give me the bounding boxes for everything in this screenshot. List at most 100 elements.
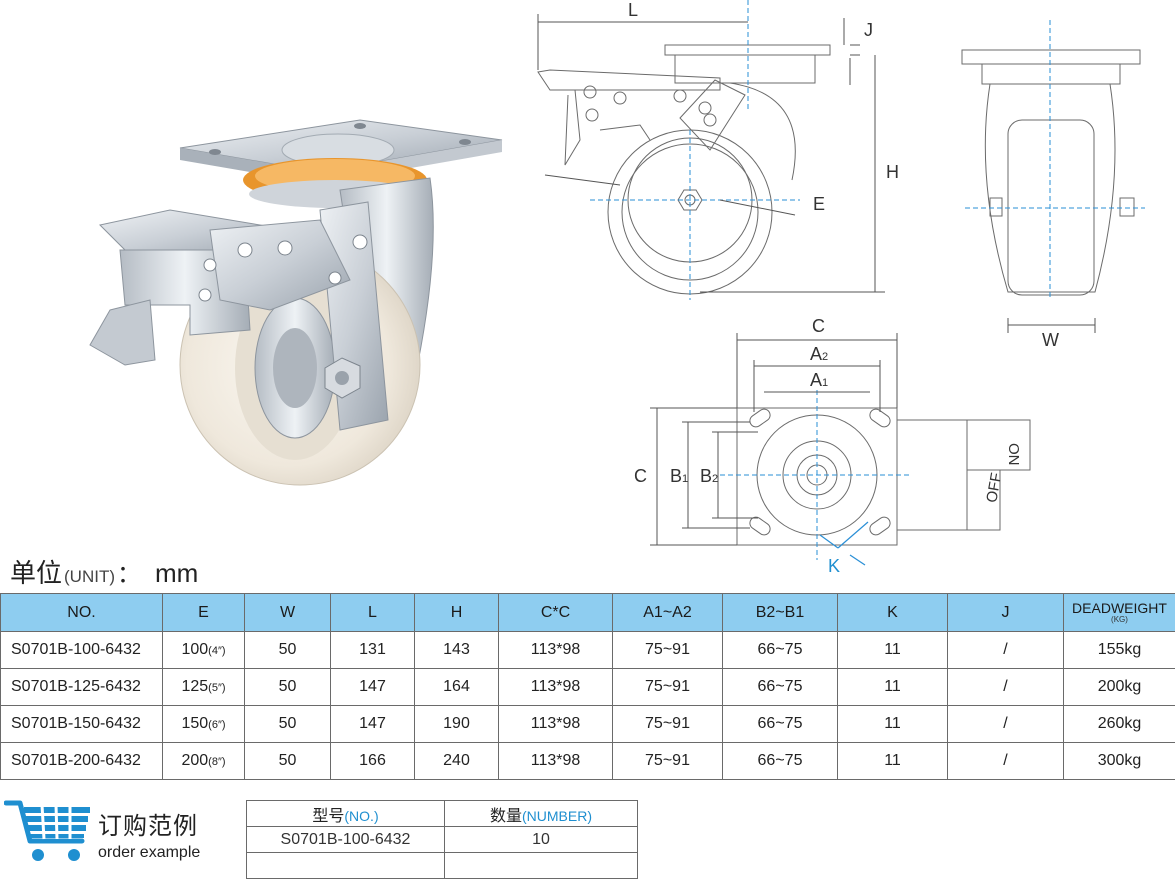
dim-label-c-side: C [634, 466, 647, 486]
order-example-heading: 订购范例 order example [98, 806, 200, 862]
cell-l: 147 [330, 705, 415, 743]
col-header-w: W [244, 593, 331, 632]
order-header-row: 型号(NO.) 数量(NUMBER) [246, 800, 638, 827]
order-col-model: 型号(NO.) [246, 800, 445, 827]
dim-label-a2: A2 [810, 344, 828, 364]
order-cell-model: S0701B-100-6432 [246, 826, 445, 853]
cell-l: 166 [330, 742, 415, 780]
spec-table: NO. E W L H C*C A1~A2 B2~B1 K J DEADWEIG… [0, 593, 1175, 780]
cell-e: 200(8″) [162, 742, 245, 780]
dim-label-b2: B2 [700, 466, 718, 486]
cell-no: S0701B-200-6432 [0, 742, 163, 780]
order-example-title-cn: 订购范例 [98, 813, 198, 840]
cell-no: S0701B-100-6432 [0, 631, 163, 669]
cell-w: 50 [244, 668, 331, 706]
cell-h: 240 [414, 742, 499, 780]
deadweight-unit: (KG) [1111, 614, 1128, 624]
cell-b: 66~75 [722, 668, 838, 706]
cell-l: 131 [330, 631, 415, 669]
cell-j: / [947, 668, 1064, 706]
cell-k: 11 [837, 705, 948, 743]
col-header-b: B2~B1 [722, 593, 838, 632]
cell-h: 190 [414, 705, 499, 743]
technical-drawings: L J H E W C A2 A1 C B1 B2 K ON OFF [537, 0, 1145, 576]
caster-product-photo [89, 119, 503, 486]
cell-w: 50 [244, 742, 331, 780]
table-row: S0701B-200-6432 200(8″) 50 166 240 113*9… [0, 742, 1175, 780]
cell-b: 66~75 [722, 705, 838, 743]
dim-label-l: L [628, 0, 638, 20]
col-header-h: H [414, 593, 499, 632]
col-header-e: E [162, 593, 245, 632]
dim-label-e: E [813, 194, 825, 214]
cell-j: / [947, 742, 1064, 780]
table-row: S0701B-100-6432 10 [246, 826, 638, 853]
top-view-drawing [736, 407, 1031, 546]
table-row: S0701B-125-6432 125(5″) 50 147 164 113*9… [0, 668, 1175, 706]
dim-label-a1: A1 [810, 370, 828, 390]
col-header-a: A1~A2 [612, 593, 723, 632]
cell-a: 75~91 [612, 705, 723, 743]
order-example-title-en: order example [98, 844, 201, 861]
cell-j: / [947, 631, 1064, 669]
cell-deadweight: 260kg [1063, 705, 1175, 743]
cell-no: S0701B-125-6432 [0, 668, 163, 706]
cell-b: 66~75 [722, 742, 838, 780]
table-row: S0701B-100-6432 100(4″) 50 131 143 113*9… [0, 631, 1175, 669]
dim-label-c-top: C [812, 316, 825, 336]
unit-line: 单位 (UNIT) ： mm [10, 553, 199, 588]
col-header-no: NO. [0, 593, 163, 632]
deadweight-label: DEADWEIGHT [1072, 599, 1167, 616]
cell-no: S0701B-150-6432 [0, 705, 163, 743]
cell-cc: 113*98 [498, 631, 613, 669]
shopping-cart-icon [4, 800, 90, 861]
cell-k: 11 [837, 631, 948, 669]
cell-e: 150(6″) [162, 705, 245, 743]
order-col-qty: 数量(NUMBER) [444, 800, 638, 827]
order-example-table: 型号(NO.) 数量(NUMBER) S0701B-100-6432 10 [246, 800, 638, 879]
col-header-deadweight: DEADWEIGHT (KG) [1063, 593, 1175, 632]
dim-label-b1: B1 [670, 466, 688, 486]
cell-a: 75~91 [612, 668, 723, 706]
cell-deadweight: 300kg [1063, 742, 1175, 780]
unit-label-cn: 单位 [10, 558, 63, 588]
cell-deadweight: 200kg [1063, 668, 1175, 706]
col-header-k: K [837, 593, 948, 632]
order-cell-empty [444, 852, 638, 879]
cell-w: 50 [244, 631, 331, 669]
col-header-cc: C*C [498, 593, 613, 632]
cell-cc: 113*98 [498, 668, 613, 706]
cell-k: 11 [837, 668, 948, 706]
cell-h: 164 [414, 668, 499, 706]
side-view-drawing [537, 44, 831, 295]
col-header-l: L [330, 593, 415, 632]
cell-e: 125(5″) [162, 668, 245, 706]
order-cell-empty [246, 852, 445, 879]
brake-off-label: OFF [983, 471, 1005, 503]
order-cell-qty: 10 [444, 826, 638, 853]
cell-a: 75~91 [612, 742, 723, 780]
brake-on-label: ON [1005, 443, 1022, 466]
cell-j: / [947, 705, 1064, 743]
cell-k: 11 [837, 742, 948, 780]
cell-a: 75~91 [612, 631, 723, 669]
cell-w: 50 [244, 705, 331, 743]
unit-colon: ： [117, 561, 141, 588]
cell-b: 66~75 [722, 631, 838, 669]
spec-header-row: NO. E W L H C*C A1~A2 B2~B1 K J DEADWEIG… [0, 593, 1175, 632]
dim-label-k: K [828, 556, 840, 576]
cell-l: 147 [330, 668, 415, 706]
unit-value: mm [155, 558, 199, 588]
cell-e: 100(4″) [162, 631, 245, 669]
dim-label-w: W [1042, 330, 1059, 350]
dim-label-h: H [886, 162, 899, 182]
cell-deadweight: 155kg [1063, 631, 1175, 669]
col-header-j: J [947, 593, 1064, 632]
unit-label-en: (UNIT) [64, 567, 115, 586]
front-view-drawing [961, 49, 1141, 296]
cell-cc: 113*98 [498, 705, 613, 743]
cell-cc: 113*98 [498, 742, 613, 780]
dim-label-j: J [864, 20, 873, 40]
table-row: S0701B-150-6432 150(6″) 50 147 190 113*9… [0, 705, 1175, 743]
cell-h: 143 [414, 631, 499, 669]
